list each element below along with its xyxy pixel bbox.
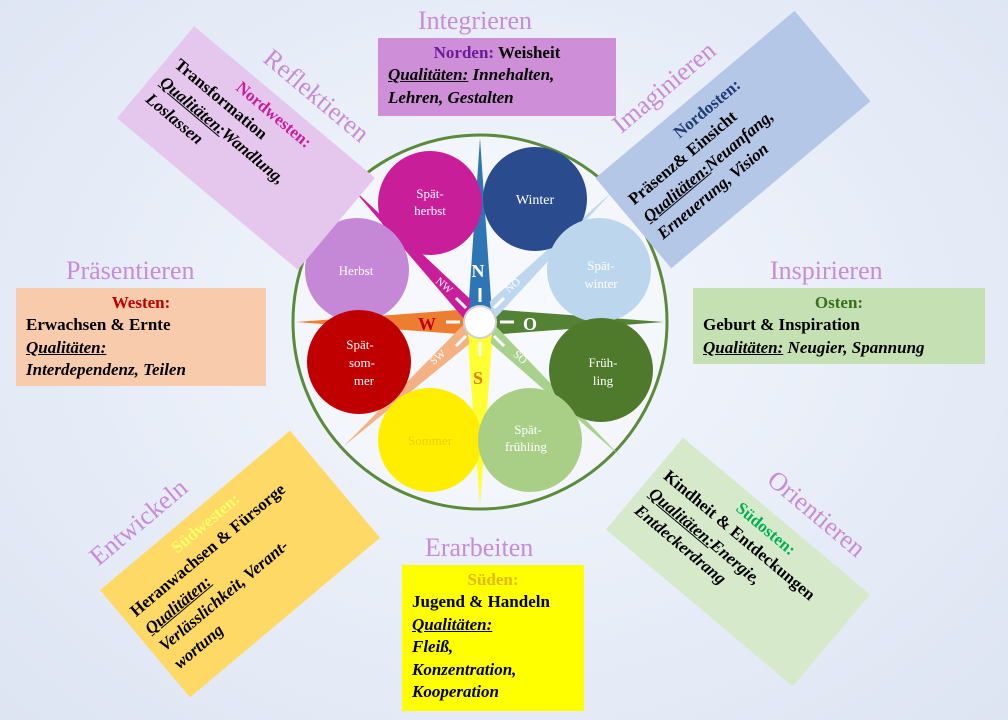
- tick-ne: [492, 296, 506, 310]
- card-west: Westen: Erwachsen & Ernte Qualitäten: In…: [16, 288, 266, 386]
- season-label-spaetsommer-2: som-: [349, 355, 375, 370]
- dir-label-o: O: [523, 314, 537, 334]
- season-label-spaetherbst-1: Spät-: [416, 186, 443, 201]
- compass-point-south: [467, 330, 493, 506]
- dir-label-n: N: [472, 261, 485, 281]
- heading-east: Inspirieren: [770, 256, 883, 285]
- heading-south: Erarbeiten: [425, 533, 534, 562]
- card-south: Süden: Jugend & Handeln Qualitäten: Flei…: [402, 565, 584, 711]
- season-label-spaetsommer-3: mer: [354, 373, 375, 388]
- south-qual-line1: Fleiß,: [412, 637, 454, 657]
- compass-point-southwest: [344, 318, 484, 446]
- season-label-sommer: Sommer: [408, 433, 453, 448]
- season-winter: [483, 147, 587, 251]
- season-label-spaetsommer-1: Spät-: [346, 337, 373, 352]
- west-qual-label: Qualitäten:: [26, 337, 107, 357]
- season-label-spaetfruehling-2: frühling: [505, 439, 547, 454]
- compass-point-south-over: [467, 330, 493, 400]
- north-qual-line1: Innehalten,: [472, 65, 555, 85]
- west-theme: Erwachsen & Ernte: [26, 315, 171, 335]
- east-qual-label: Qualitäten:: [703, 337, 784, 357]
- south-direction: Süden:: [467, 570, 519, 589]
- season-fruehling: [549, 318, 653, 422]
- north-qual-line2: Lehren, Gestalten: [388, 87, 514, 107]
- north-direction: Norden:: [433, 43, 495, 62]
- season-spaetherbst: [378, 151, 482, 255]
- compass-point-north: [468, 138, 492, 314]
- season-spaetsommer: [307, 310, 411, 414]
- south-theme: Jugend & Handeln: [412, 592, 550, 612]
- north-qual-label: Qualitäten:: [388, 65, 469, 85]
- compass-point-north-over: [468, 250, 492, 314]
- season-label-spaetwinter-2: winter: [584, 276, 618, 291]
- season-label-spaetfruehling-1: Spät-: [514, 422, 541, 437]
- tick-nw: [454, 296, 468, 310]
- compass-point-southeast: [478, 320, 620, 456]
- south-qual-label: Qualitäten:: [412, 614, 493, 634]
- card-north: Norden: Weisheit Qualitäten: Innehalten,…: [378, 38, 616, 116]
- dir-label-s: S: [473, 368, 483, 388]
- compass-point-east: [488, 309, 664, 335]
- south-qual-line2: Konzentration,: [412, 659, 517, 679]
- season-spaetfruehling: [478, 388, 582, 492]
- east-qual-rest: Neugier, Spannung: [787, 337, 925, 357]
- west-qual-line1: Interdependenz, Teilen: [26, 360, 186, 380]
- tick-sw: [454, 334, 468, 348]
- heading-west: Präsentieren: [66, 256, 195, 285]
- season-herbst: [305, 218, 409, 322]
- season-label-fruehling-2: ling: [593, 373, 614, 388]
- season-sommer: [378, 388, 482, 492]
- card-east: Osten: Geburt & Inspiration Qualitäten: …: [693, 288, 985, 364]
- wheel-center-hub: [463, 305, 497, 339]
- season-label-fruehling-1: Früh-: [589, 355, 618, 370]
- season-label-spaetwinter-1: Spät-: [587, 258, 614, 273]
- dir-label-w: W: [418, 314, 436, 334]
- south-qual-line3: Kooperation: [412, 682, 499, 702]
- east-direction: Osten:: [814, 293, 864, 312]
- season-label-spaetherbst-2: herbst: [414, 203, 446, 218]
- east-theme: Geburt & Inspiration: [703, 315, 860, 335]
- west-direction: Westen:: [111, 293, 171, 312]
- north-theme: Weisheit: [498, 43, 561, 62]
- season-label-winter: Winter: [516, 193, 555, 208]
- heading-north: Integrieren: [418, 6, 533, 35]
- season-spaetwinter: [547, 218, 651, 322]
- tick-se: [492, 334, 506, 348]
- season-label-herbst: Herbst: [339, 263, 374, 278]
